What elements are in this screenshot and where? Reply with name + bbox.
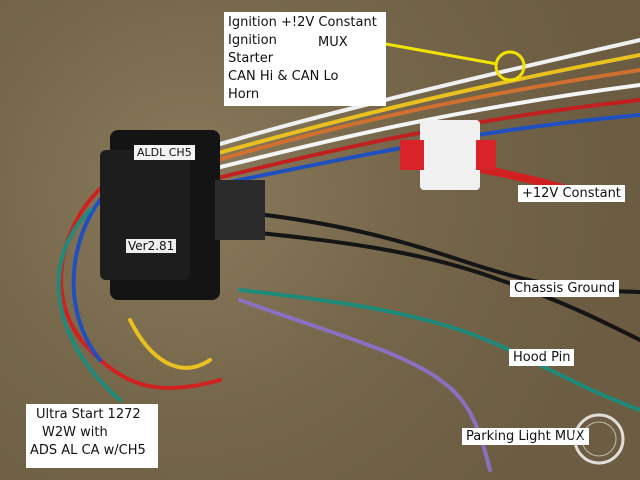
annotation-line: Ignition — [228, 33, 277, 48]
annotation-line: ADS AL CA w/CH5 — [30, 443, 146, 458]
mux-label: MUX — [318, 35, 348, 50]
annotation-line: Horn — [228, 87, 260, 102]
chassis-ground-label: Chassis Ground — [510, 280, 620, 297]
module-version: Ver2.81 — [126, 239, 177, 253]
annotation-line: Ultra Start 1272 — [36, 407, 141, 422]
annotation-line: Starter — [228, 51, 274, 66]
top-annotation-box: Ignition +!2V Constant Ignition Starter … — [224, 12, 386, 106]
watermark-logo — [573, 413, 625, 465]
constant-12v-label: +12V Constant — [518, 185, 625, 202]
parking-light-label: Parking Light MUX — [462, 428, 589, 445]
annotation-line: Ignition +!2V Constant — [228, 15, 377, 30]
product-annotation-box: Ultra Start 1272 W2W with ADS AL CA w/CH… — [26, 404, 158, 468]
annotation-line: W2W with — [42, 425, 108, 440]
hood-pin-label: Hood Pin — [509, 349, 575, 366]
highlight-circle — [494, 50, 526, 82]
annotation-line: CAN Hi & CAN Lo — [228, 69, 339, 84]
highlight-line — [385, 42, 498, 66]
module-label: ALDL CH5 — [134, 145, 195, 160]
